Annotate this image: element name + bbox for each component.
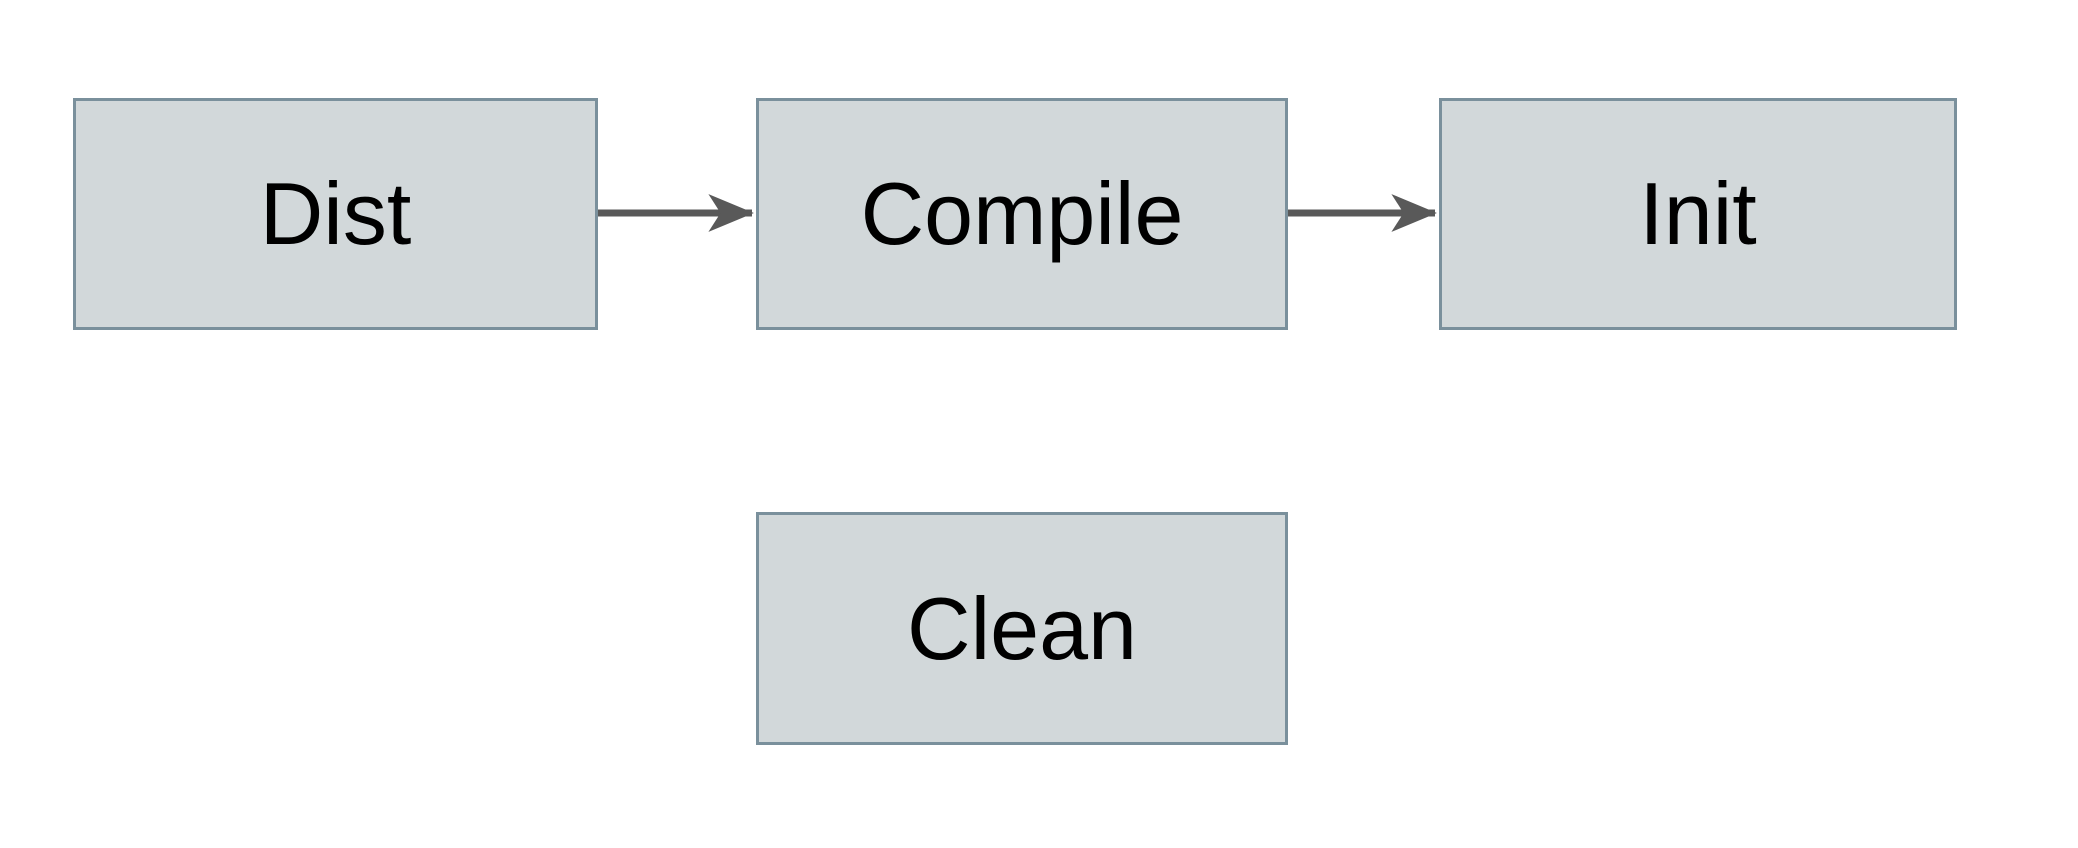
node-compile: Compile <box>756 98 1288 330</box>
node-compile-label: Compile <box>860 164 1184 263</box>
node-init: Init <box>1439 98 1957 330</box>
node-init-label: Init <box>1639 164 1757 263</box>
node-clean-label: Clean <box>907 578 1137 678</box>
node-dist-label: Dist <box>259 164 412 263</box>
node-clean: Clean <box>756 512 1288 745</box>
node-dist: Dist <box>73 98 598 330</box>
